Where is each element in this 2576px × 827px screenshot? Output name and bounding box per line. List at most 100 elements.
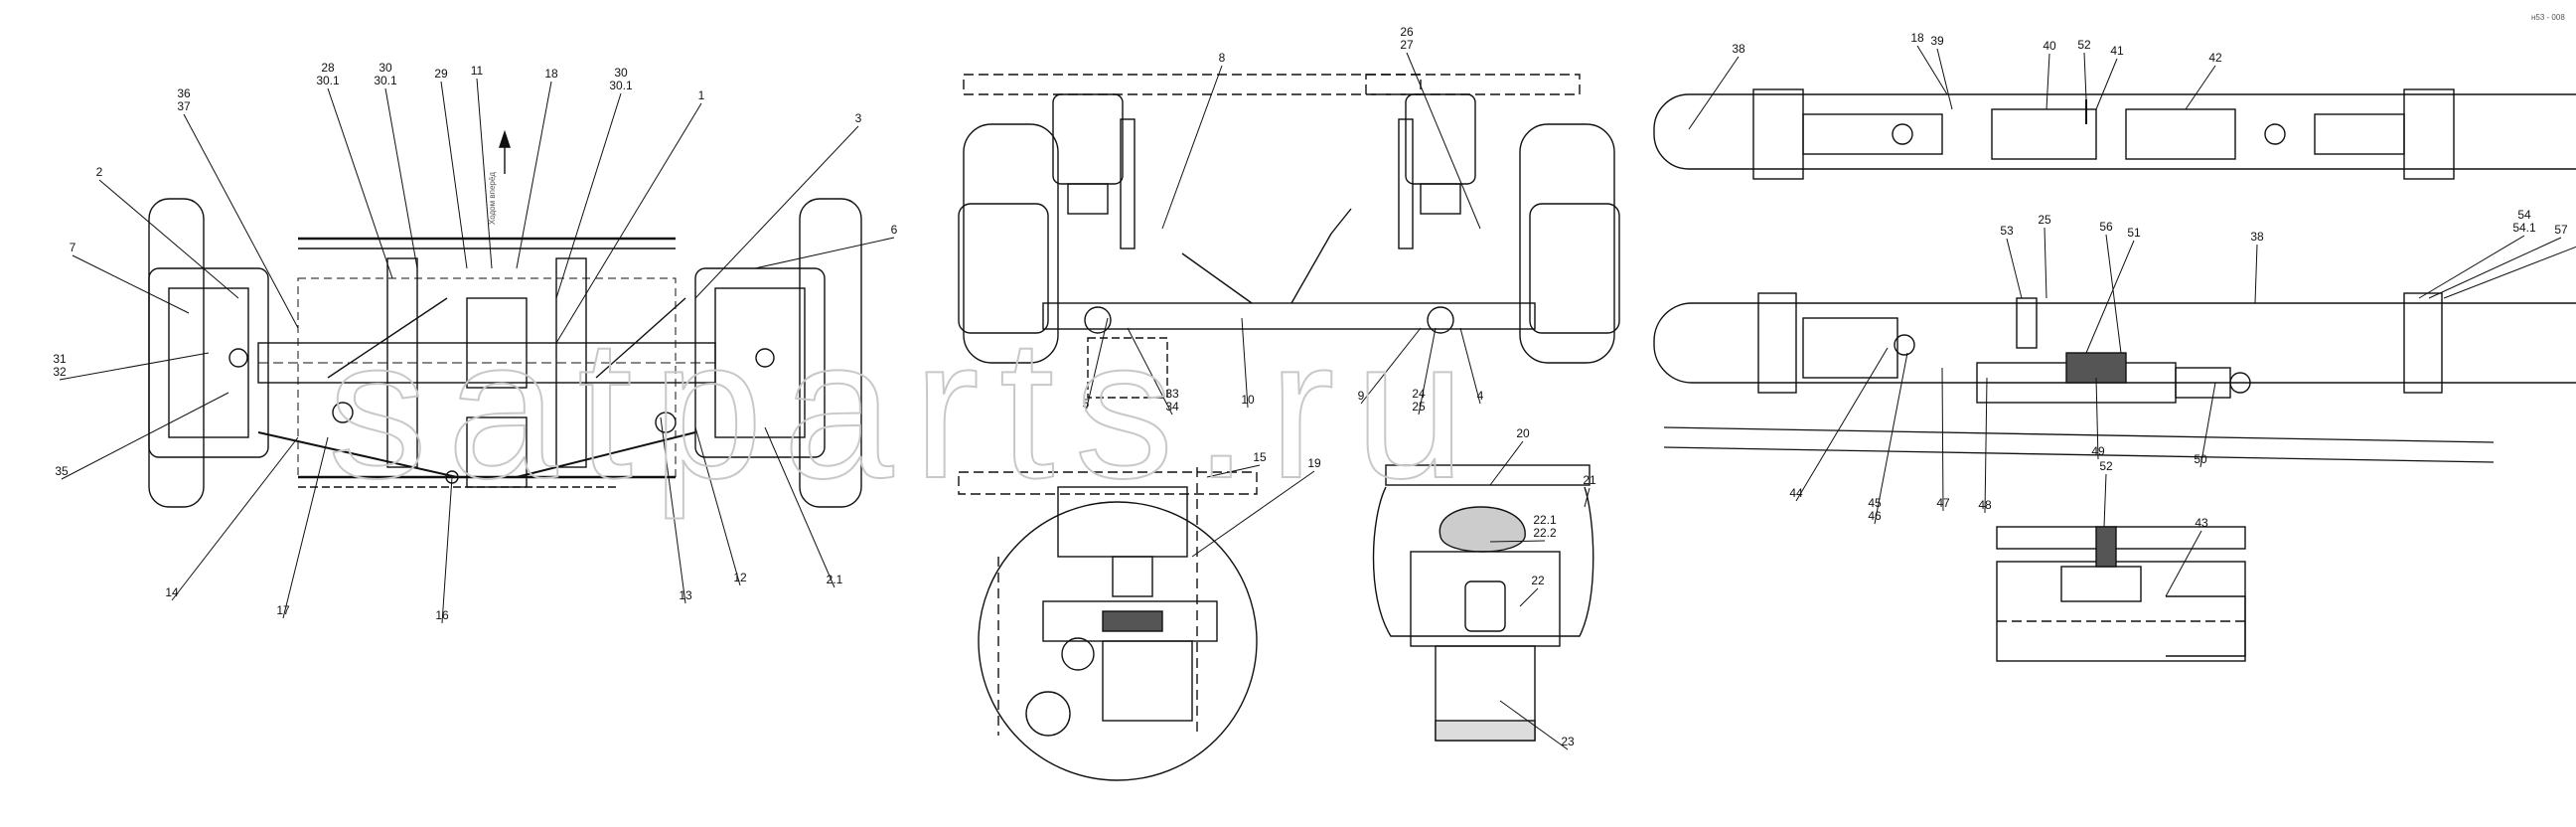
leader-line — [183, 113, 299, 329]
leader-line — [2006, 238, 2023, 299]
part-callout-57: 57 — [2554, 223, 2568, 237]
leader-line — [1360, 327, 1422, 405]
callout-number: 43 — [2195, 516, 2208, 530]
chassis-top-right-hidden — [1365, 74, 1581, 95]
leader-line — [441, 476, 453, 624]
center-bracket-lower — [466, 416, 528, 488]
detail-wheel-hub — [1025, 691, 1071, 737]
left-hub — [148, 267, 269, 458]
leader-line — [2095, 58, 2118, 110]
air-spring-plug — [1464, 580, 1506, 632]
callout-number: 7 — [70, 241, 76, 254]
leader-line — [1459, 327, 1481, 405]
leader-line — [2044, 227, 2047, 299]
callout-number: 30.1 — [316, 74, 340, 87]
leader-line — [2105, 234, 2122, 354]
leader-line — [1418, 327, 1437, 415]
part-callout-1: 1 — [698, 88, 705, 102]
callout-number: 30 — [614, 66, 628, 80]
callout-number: 10 — [1241, 393, 1255, 407]
tie-rod-end-body — [1996, 561, 2246, 662]
part-callout-5: 5 — [1083, 397, 1090, 411]
part-callout-22: 22 — [1531, 574, 1545, 587]
leader-line — [282, 436, 329, 619]
callout-number: 14 — [165, 585, 179, 599]
tie-rod-right — [516, 431, 696, 478]
callout-number: 22.1 — [1533, 513, 1557, 527]
part-callout-8: 8 — [1219, 51, 1226, 65]
leader-line — [2185, 65, 2216, 110]
leader-line — [1127, 327, 1173, 415]
leader-line — [2254, 244, 2258, 304]
callout-number: 30.1 — [374, 74, 397, 87]
right-mid-tie-rod-view — [1653, 292, 2576, 463]
leader-line — [2418, 235, 2525, 299]
tie-rod-left-bellow-top — [1802, 113, 1943, 155]
callout-number: 28 — [321, 61, 335, 75]
callout-number: 18 — [1910, 31, 1924, 45]
part-callout-49: 49 — [2091, 444, 2105, 458]
right-top-tie-rod-view — [1653, 88, 2576, 180]
part-callout-38: 38 — [1732, 42, 1745, 56]
callout-number: 42 — [2208, 51, 2222, 65]
detail-lower-bracket — [1102, 640, 1193, 722]
link-arm-1 — [327, 297, 448, 379]
leader-line — [2085, 240, 2135, 354]
detail-spring-base — [1112, 556, 1153, 597]
part-callout-42: 42 — [2208, 51, 2222, 65]
callout-number: 17 — [276, 603, 290, 617]
part-callout-25: 25 — [2038, 213, 2051, 227]
callout-number: 35 — [55, 464, 69, 478]
leader-line — [476, 78, 493, 269]
tie-rod-ball-joint-left — [1894, 334, 1915, 356]
part-callout-2: 2 — [96, 165, 103, 179]
center-hidden-box — [1087, 337, 1168, 399]
leader-line — [59, 352, 210, 381]
part-callout-17: 17 — [276, 603, 290, 617]
leader-line — [1688, 56, 1740, 130]
callout-number: 11 — [471, 64, 484, 78]
center-right-tyre — [1519, 123, 1615, 364]
left-axle-top-view — [148, 129, 862, 508]
callout-number: 46 — [1868, 509, 1882, 523]
center-left-pivot — [1084, 306, 1112, 334]
drag-link-lower-2 — [1663, 446, 2495, 463]
callout-number: 51 — [2127, 226, 2141, 240]
leader-line — [1916, 45, 1948, 95]
callout-number: 30.1 — [609, 79, 633, 92]
detail-seat-pad — [1102, 610, 1163, 632]
callout-number: 37 — [177, 99, 191, 113]
leader-line — [1499, 700, 1569, 750]
chassis-top-left-hidden — [963, 74, 1422, 95]
part-callout-50: 50 — [2194, 452, 2207, 466]
leader-line — [327, 87, 393, 279]
tie-rod-end-boss — [2060, 566, 2142, 602]
tie-rod-end-boot — [2166, 595, 2246, 657]
direction-arrow-head — [499, 129, 511, 148]
tie-rod-end-top-plate — [1996, 526, 2246, 550]
callout-number: 5 — [1083, 397, 1090, 411]
watermark: satparts.ru — [328, 298, 1485, 520]
callout-number: 4 — [1477, 389, 1484, 403]
center-left-shock — [1120, 118, 1136, 249]
detail-circle-outline — [978, 501, 1258, 781]
tie-rod-right-flange-top — [2403, 88, 2455, 180]
drag-link-lower-1 — [1663, 426, 2495, 443]
tie-rod-left — [257, 431, 458, 478]
leader-line — [2165, 530, 2202, 597]
leader-line — [555, 92, 622, 299]
leader-line — [1936, 48, 1953, 110]
joint-left — [332, 402, 354, 423]
leader-line — [694, 426, 741, 586]
part-callout-29: 29 — [434, 67, 448, 81]
detail-hidden-rail — [958, 471, 1258, 495]
callout-number: 40 — [2043, 39, 2056, 53]
part-callout-3: 3 — [855, 111, 862, 125]
callout-number: 19 — [1307, 456, 1321, 470]
leader-line — [2095, 377, 2099, 460]
callout-number: 20 — [1516, 426, 1530, 440]
part-callout-38: 38 — [2250, 230, 2264, 244]
